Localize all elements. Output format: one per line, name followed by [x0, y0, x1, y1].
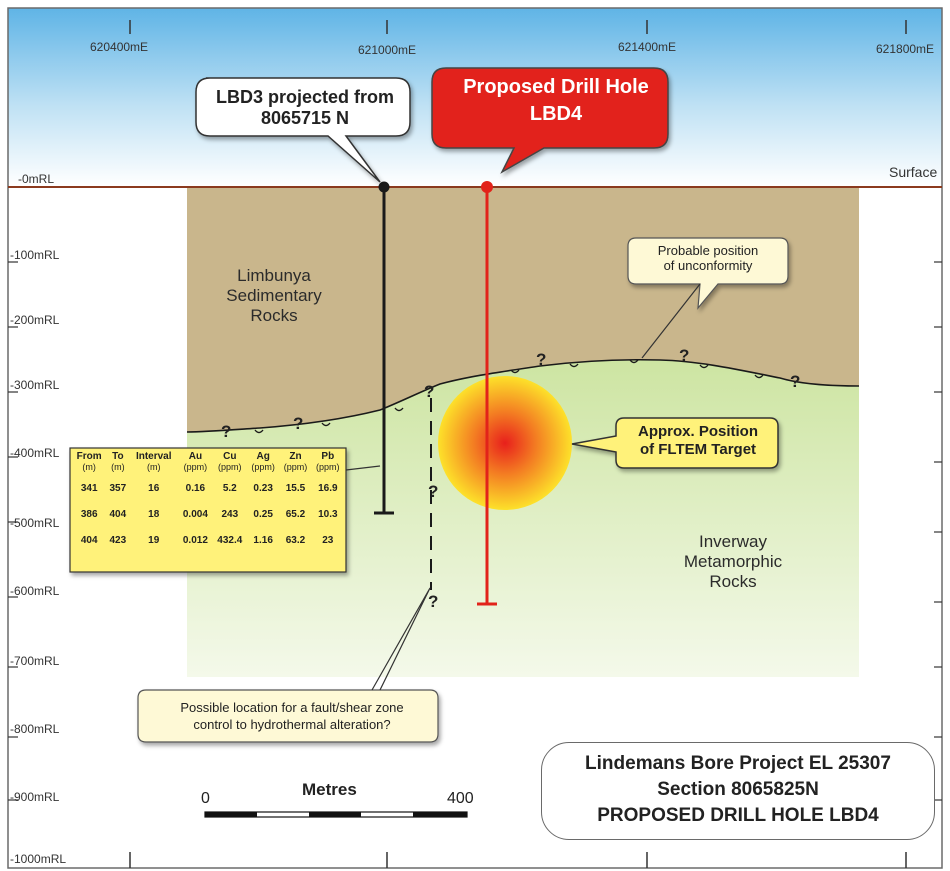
table-row: 386 404 18 0.004 243 0.25 65.2 10.3 [72, 501, 344, 527]
scale-bar-start: 0 [201, 790, 210, 807]
assay-cell: 5.2 [222, 482, 237, 494]
table-row: 404 423 19 0.012 432.4 1.16 63.2 23 [72, 527, 344, 553]
unconformity-callout-label: Probable position of unconformity [657, 243, 759, 273]
query-mark: ? [679, 346, 690, 365]
sedimentary-unit-label: Limbunya Sedimentary Rocks [226, 266, 322, 325]
lbd3-collar [378, 181, 390, 193]
assay-cell: 1.16 [253, 534, 273, 546]
assay-cell: 19 [148, 534, 160, 546]
assay-leader [345, 465, 381, 471]
assay-table-panel [69, 447, 347, 573]
easting-ticks [129, 20, 907, 868]
table-row: 341 357 16 0.16 5.2 0.23 15.5 16.9 [72, 475, 344, 501]
unconformity-callout-shape [627, 237, 789, 310]
rl-label: -400mRL [10, 446, 60, 460]
assay-cell: 0.004 [182, 508, 208, 520]
easting-label: 621000mE [358, 43, 417, 57]
scale-bar-end: 400 [447, 790, 474, 807]
title-line-section: Section 8065825N [657, 779, 819, 800]
unconformity-line [186, 358, 860, 433]
assay-header: Cu(ppm) [218, 451, 242, 473]
unconformity-leader [641, 283, 701, 359]
assay-header: From(m) [76, 451, 102, 473]
assay-cell: 15.5 [285, 482, 306, 494]
assay-table-wrapper: From(m) To(m) Interval(m) Au(ppm) Cu(ppm… [72, 452, 344, 553]
assay-header: Pb(ppm) [316, 451, 340, 473]
title-block: Lindemans Bore Project EL 25307 Section … [541, 742, 935, 840]
easting-label: 621400mE [618, 40, 677, 54]
title-line-drillhole: PROPOSED DRILL HOLE LBD4 [597, 805, 879, 826]
lbd4-callout-shape [431, 67, 669, 174]
rl-label: -200mRL [10, 313, 60, 327]
rl-label: -800mRL [10, 722, 60, 736]
assay-header: Ag(ppm) [251, 451, 275, 473]
rl-label: -700mRL [10, 654, 60, 668]
assay-cell: 341 [80, 482, 98, 494]
lbd3-callout-label: LBD3 projected from 8065715 N [215, 87, 395, 128]
lbd4-collar [481, 181, 493, 193]
rl-label: -0mRL [18, 172, 55, 186]
assay-header-row: From(m) To(m) Interval(m) Au(ppm) Cu(ppm… [72, 452, 344, 475]
easting-label: 620400mE [90, 40, 149, 54]
fault-callout-shape [137, 689, 439, 743]
query-mark: ? [428, 592, 439, 611]
rl-ticks [8, 261, 942, 801]
assay-cell: 0.23 [253, 482, 273, 494]
query-mark: ? [536, 350, 547, 369]
fault-leader [371, 587, 431, 691]
rl-label: -600mRL [10, 584, 60, 598]
rl-label: -500mRL [10, 516, 60, 530]
query-mark: ? [428, 482, 439, 501]
query-mark: ? [221, 422, 232, 441]
lbd3-callout-shape [195, 77, 411, 183]
title-line-project: Lindemans Bore Project EL 25307 [585, 753, 891, 774]
assay-cell: 16 [148, 482, 160, 494]
easting-label: 621800mE [876, 42, 935, 56]
assay-cell: 18 [148, 508, 160, 520]
lbd4-callout-label: Proposed Drill Hole LBD4 [463, 76, 649, 125]
assay-cell: 423 [109, 534, 127, 546]
assay-cell: 404 [80, 534, 98, 546]
assay-cell: 23 [322, 534, 334, 546]
assay-cell: 16.9 [318, 482, 338, 494]
assay-cell: 0.16 [185, 482, 206, 494]
rl-label: -300mRL [10, 378, 60, 392]
fltem-target [438, 376, 572, 510]
assay-table: From(m) To(m) Interval(m) Au(ppm) Cu(ppm… [72, 452, 344, 553]
assay-header: Zn(ppm) [283, 451, 308, 473]
assay-cell: 65.2 [285, 508, 306, 520]
frame-border [7, 7, 943, 869]
fltem-callout-label: Approx. Position of FLTEM Target [638, 423, 758, 458]
query-mark: ? [790, 372, 801, 391]
metamorphic-unit-label: Inverway Metamorphic Rocks [683, 532, 783, 591]
assay-cell: 243 [221, 508, 239, 520]
assay-cell: 0.012 [182, 534, 208, 546]
fault-callout-label: Possible location for a fault/shear zone… [180, 700, 404, 732]
assay-cell: 357 [109, 482, 127, 494]
assay-cell: 386 [80, 508, 98, 520]
scale-bar-title: Metres [302, 780, 357, 799]
rl-label: -100mRL [10, 248, 60, 262]
query-mark: ? [424, 382, 435, 401]
rl-label: -900mRL [10, 790, 60, 804]
assay-header: Au(ppm) [183, 451, 208, 473]
assay-header: To(m) [111, 451, 125, 473]
assay-cell: 404 [109, 508, 127, 520]
surface-label: Surface [889, 164, 938, 180]
rl-label: -1000mRL [10, 852, 67, 866]
assay-cell: 432.4 [217, 534, 243, 546]
unconformity-ticks [254, 359, 764, 434]
assay-cell: 63.2 [285, 534, 306, 546]
assay-cell: 0.25 [253, 508, 273, 520]
assay-header: Interval(m) [135, 451, 172, 473]
assay-cell: 10.3 [318, 508, 338, 520]
query-mark: ? [293, 414, 304, 433]
scale-bar [204, 811, 468, 818]
fltem-callout-shape [571, 417, 779, 469]
